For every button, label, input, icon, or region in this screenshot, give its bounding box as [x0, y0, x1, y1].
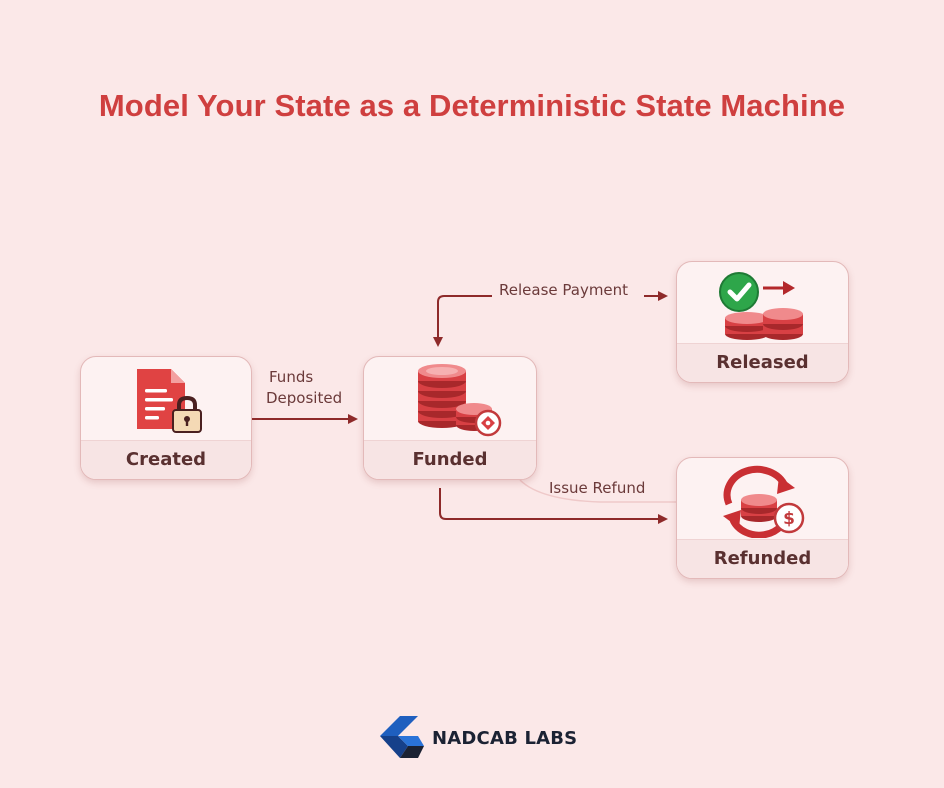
state-label-funded: Funded: [412, 449, 488, 470]
locked-document-icon: [137, 369, 202, 433]
label-funds-line2: Deposited: [266, 389, 343, 407]
refund-coins-icon: $: [723, 465, 805, 538]
state-refunded: $ Refunded: [676, 457, 849, 579]
diagram-title: Model Your State as a Deterministic Stat…: [98, 88, 846, 123]
arrow-release-payment-back: [433, 295, 492, 347]
svg-text:$: $: [783, 509, 795, 529]
state-label-refunded: Refunded: [713, 548, 812, 569]
checkmark-coins-icon: [719, 272, 803, 340]
state-released: Released: [676, 261, 849, 383]
state-label-released: Released: [716, 352, 809, 373]
label-funds-line1: Funds: [269, 368, 314, 386]
label-release-payment: Release Payment: [499, 281, 629, 299]
brand-name: NADCAB LABS: [432, 728, 578, 749]
arrow-issue-refund: [439, 488, 668, 524]
state-created: Created: [80, 356, 252, 480]
coin-stack-icon: [418, 364, 502, 437]
refund-curve-accent: [519, 479, 676, 503]
nadcab-logo-icon: [380, 716, 424, 758]
state-label-created: Created: [125, 449, 207, 470]
state-funded: Funded: [363, 356, 537, 480]
label-issue-refund: Issue Refund: [549, 479, 646, 497]
